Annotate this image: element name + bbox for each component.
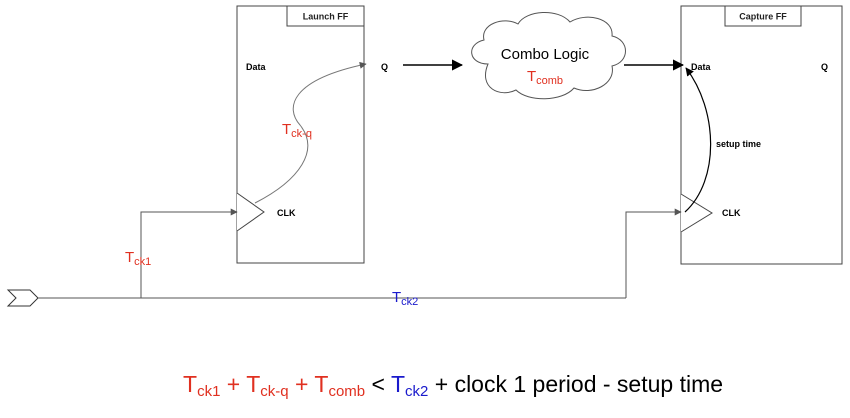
- cloud-shape: [471, 11, 626, 100]
- launch-ff-header: [286, 5, 365, 27]
- combo-logic-label: Combo Logic: [501, 46, 590, 63]
- launch-ff-q-pin: Q: [381, 62, 388, 72]
- tck2-label: Tck2: [392, 289, 418, 308]
- tcomb-label: Tcomb: [527, 68, 563, 87]
- setup-time-arc: [684, 67, 712, 213]
- combo-logic-cloud: Combo Logic Tcomb: [471, 11, 626, 100]
- clock-branch-launch: [140, 208, 238, 298]
- capture-ff-q-pin: Q: [821, 62, 828, 72]
- tckq-arc: [254, 61, 367, 204]
- capture-ff-title: Capture FF: [739, 12, 787, 22]
- capture-ff-header: [724, 5, 802, 27]
- launch-ff-title: Launch FF: [303, 12, 349, 22]
- clock-branch-capture: [625, 208, 682, 298]
- tckq-label: Tck-q: [282, 121, 312, 140]
- launch-ff: Launch FF Data Q CLK: [236, 5, 388, 264]
- tck1-label: Tck1: [125, 249, 151, 268]
- capture-ff-box: [680, 5, 843, 265]
- launch-ff-data-pin: Data: [246, 62, 267, 72]
- timing-equation: Tck1 + Tck-q + Tcomb < Tck2 + clock 1 pe…: [183, 371, 723, 400]
- capture-ff-clock-triangle: [680, 193, 713, 233]
- launch-ff-clock-triangle: [236, 192, 265, 232]
- clock-input-port: [6, 289, 39, 307]
- capture-ff-data-pin: Data: [691, 62, 712, 72]
- capture-ff-clk-pin: CLK: [722, 208, 741, 218]
- launch-ff-clk-pin: CLK: [277, 208, 296, 218]
- capture-ff: Capture FF Data Q CLK: [680, 5, 843, 265]
- setup-time-label: setup time: [716, 139, 761, 149]
- launch-ff-box: [236, 5, 365, 264]
